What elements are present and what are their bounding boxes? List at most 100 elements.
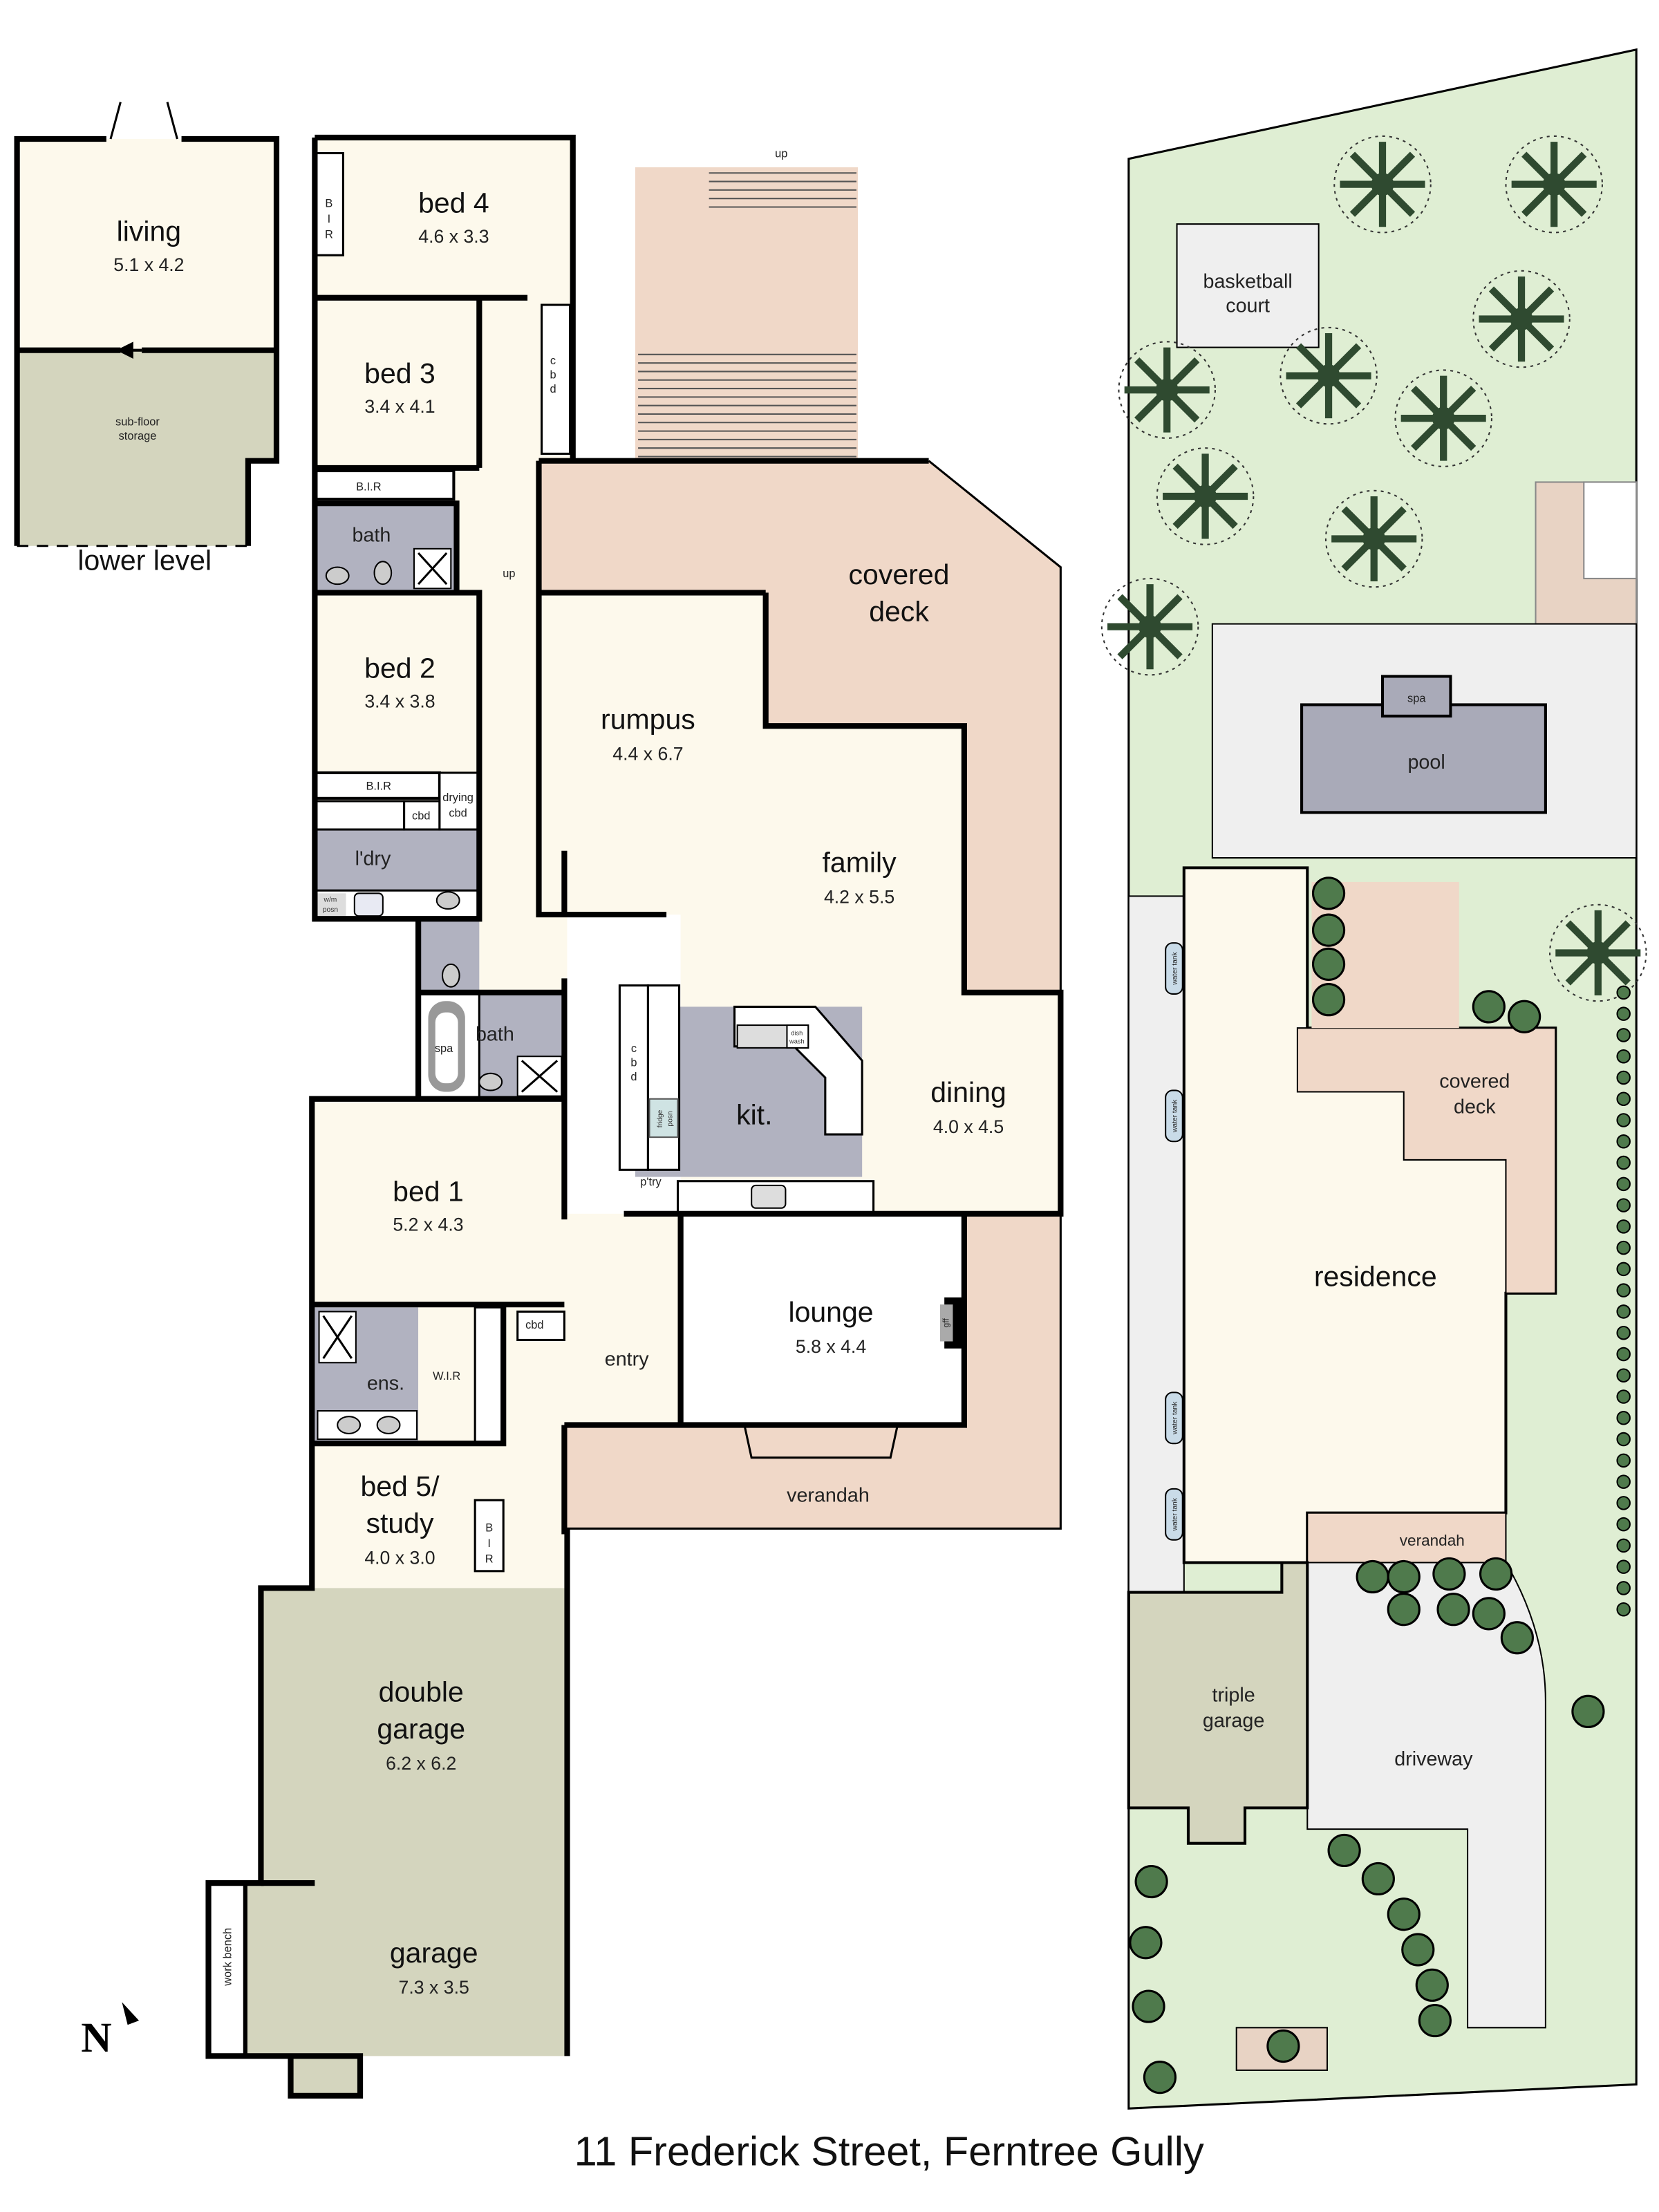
cbd-v-3: d <box>630 1071 637 1083</box>
residence-label: residence <box>1314 1261 1437 1293</box>
hedge-icon <box>1616 1474 1631 1489</box>
cbd-hall <box>541 303 572 455</box>
lower-level-label: lower level <box>77 545 212 577</box>
kitchen-tall-unit <box>646 984 681 1171</box>
shrub-icon <box>1132 1989 1165 2023</box>
property-address-title: 11 Frederick Street, Ferntree Gully <box>574 2128 1204 2174</box>
basketball-label-1: basketball <box>1203 270 1293 292</box>
hedge-icon <box>1616 1581 1631 1595</box>
bed1-dims: 5.2 x 4.3 <box>393 1215 463 1235</box>
double-door <box>109 102 178 140</box>
bed2-label: bed 2 <box>364 653 435 684</box>
laundry <box>315 830 480 891</box>
dining-dims: 4.0 x 4.5 <box>933 1116 1004 1137</box>
living-dims: 5.1 x 4.2 <box>113 254 184 275</box>
hedge-icon <box>1616 1028 1631 1042</box>
spa-label: spa <box>1407 692 1426 704</box>
kitchen-label: kit. <box>736 1099 772 1131</box>
shrub-icon <box>1472 990 1506 1024</box>
site-covered-deck-label-1: covered <box>1439 1070 1510 1092</box>
drying-cbd-2: cbd <box>449 807 467 820</box>
fridge-posn <box>648 1098 679 1138</box>
bir-v-2: I <box>487 1537 491 1550</box>
rumpus-dims: 4.4 x 6.7 <box>612 743 683 764</box>
hedge-icon <box>1616 1283 1631 1297</box>
wir-label: W.I.R <box>433 1370 460 1382</box>
bench <box>313 800 406 831</box>
main-floor: bed 4 4.6 x 3.3 bed 3 3.4 x 4.1 bath bed… <box>81 134 1455 2099</box>
site-verandah-label: verandah <box>1400 1532 1465 1549</box>
garage-floor <box>243 1588 565 2096</box>
shrub-icon <box>1387 1897 1421 1931</box>
shrub-icon <box>1387 1559 1421 1594</box>
lounge-label: lounge <box>788 1296 873 1328</box>
wm-posn <box>317 893 346 917</box>
up-hall-label: up <box>503 568 515 580</box>
basin-icon <box>478 1072 503 1091</box>
basin-icon <box>435 891 460 910</box>
shrub-icon <box>1401 1933 1435 1967</box>
living-label: living <box>117 216 181 247</box>
bed4-dims: 4.6 x 3.3 <box>418 226 489 247</box>
north-arrow-icon <box>122 2002 140 2025</box>
basketball-label-2: court <box>1226 294 1270 317</box>
up-label: up <box>775 148 787 160</box>
double-garage-label-1: double <box>379 1676 464 1708</box>
kitchen-cbd <box>618 984 649 1171</box>
double-garage-label-2: garage <box>377 1713 465 1745</box>
cbd-v-1: c <box>550 355 556 367</box>
shower-drain <box>521 1060 559 1093</box>
water-tank-label: water tank <box>1172 1497 1179 1531</box>
bed5-dims: 4.0 x 3.0 <box>364 1548 435 1568</box>
wir-shelf <box>474 1306 505 1445</box>
shrub-icon <box>1432 1557 1466 1591</box>
shed <box>1583 481 1638 579</box>
shrub-icon <box>1134 1864 1168 1899</box>
basin-icon <box>376 1416 401 1434</box>
water-tank-label: water tank <box>1172 1401 1179 1435</box>
living-zone <box>538 592 1061 1214</box>
triple-garage <box>1127 1561 1309 1845</box>
shrub-icon <box>1311 877 1346 910</box>
shrub-icon <box>1436 1593 1470 1627</box>
hedge-icon <box>1616 1559 1631 1574</box>
bir-label: B.I.R <box>356 481 382 494</box>
tree-icon <box>1505 135 1603 234</box>
spa <box>1380 675 1452 718</box>
hedge-icon <box>1616 1006 1631 1021</box>
living-room <box>17 139 276 350</box>
north-compass: N <box>81 2002 140 2061</box>
rumpus-label: rumpus <box>601 703 695 735</box>
storage-label-1: sub-floor <box>115 415 160 428</box>
hedge-icon <box>1616 1538 1631 1553</box>
cbd-label: cbd <box>412 810 430 823</box>
bir-v-3: R <box>325 229 333 241</box>
hedge-icon <box>1616 1134 1631 1149</box>
shrub-icon <box>1387 1593 1421 1627</box>
hedge-icon <box>1616 1517 1631 1532</box>
water-tank-icon <box>1165 1488 1183 1541</box>
hedge-icon <box>1616 1325 1631 1340</box>
hedge-icon <box>1616 1453 1631 1468</box>
cbd-v-1: c <box>631 1042 637 1055</box>
spa-label: spa <box>435 1042 453 1055</box>
water-tank-label: water tank <box>1172 1099 1179 1133</box>
hedge-icon <box>1616 1411 1631 1425</box>
site-covered-deck-label-2: deck <box>1454 1096 1496 1118</box>
bir-v-3: R <box>485 1553 494 1566</box>
shower-drain <box>322 1315 353 1359</box>
tree-icon <box>1324 489 1423 588</box>
garage-dims: 7.3 x 3.5 <box>399 1977 469 1998</box>
shrub-icon <box>1311 913 1346 947</box>
water-tank-icon <box>1165 1391 1183 1445</box>
hedge-icon <box>1616 1262 1631 1277</box>
work-bench-label: work bench <box>221 1928 234 1987</box>
cbd <box>403 800 441 831</box>
cbd-v-2: b <box>630 1057 637 1069</box>
tree-icon <box>1549 903 1647 1002</box>
cbd-v-2: b <box>550 369 556 382</box>
lounge-dims: 5.8 x 4.4 <box>796 1336 866 1357</box>
hedge-icon <box>1616 985 1631 1000</box>
toilet-icon <box>373 561 393 585</box>
shrub-icon <box>1311 983 1346 1017</box>
